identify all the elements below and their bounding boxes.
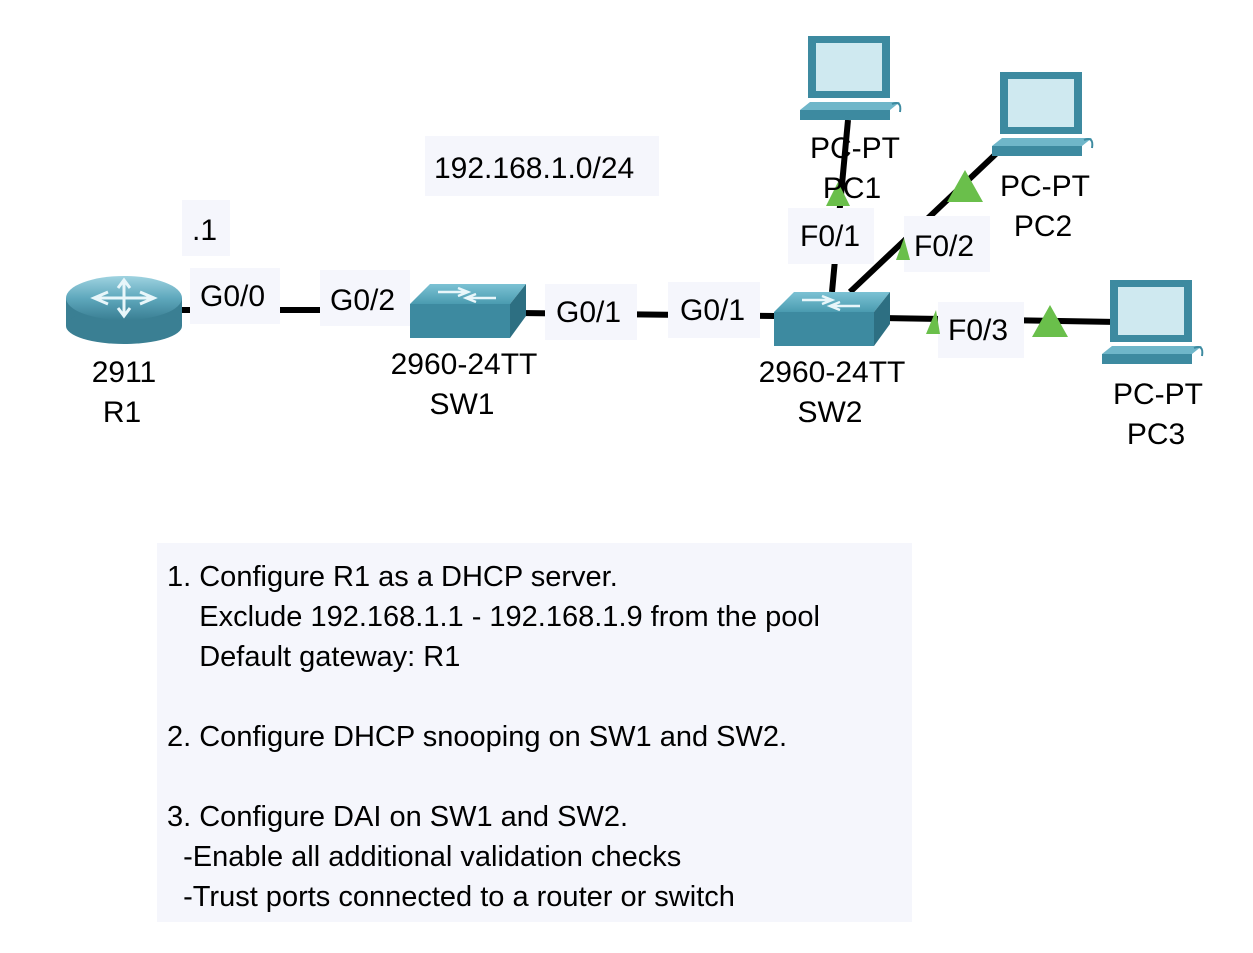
up-indicator-icon bbox=[826, 182, 850, 206]
device-model-pc2: PC-PT bbox=[1000, 170, 1090, 203]
up-indicator-icon bbox=[896, 238, 910, 260]
port-label-sw2-f01: F0/1 bbox=[800, 220, 860, 253]
pc-icon[interactable] bbox=[992, 72, 1094, 156]
switch-icon[interactable] bbox=[410, 284, 526, 338]
instruction-line: 1. Configure R1 as a DHCP server. bbox=[167, 561, 618, 593]
up-indicator-icon bbox=[1032, 305, 1068, 337]
r1-ip-label: .1 bbox=[192, 214, 217, 247]
pc-icon[interactable] bbox=[800, 36, 902, 120]
port-label-sw1-g02: G0/2 bbox=[330, 284, 395, 317]
device-model-sw1: 2960-24TT bbox=[391, 348, 538, 381]
instruction-line: Default gateway: R1 bbox=[167, 641, 461, 673]
pc-icon[interactable] bbox=[1102, 280, 1204, 364]
router-icon[interactable] bbox=[66, 276, 182, 344]
instruction-line: 2. Configure DHCP snooping on SW1 and SW… bbox=[167, 721, 788, 753]
link-status-indicators bbox=[826, 170, 1068, 337]
port-label-sw2-g01: G0/1 bbox=[680, 294, 745, 327]
port-label-r1-g00: G0/0 bbox=[200, 280, 265, 313]
instructions-note: 1. Configure R1 as a DHCP server. Exclud… bbox=[157, 543, 912, 922]
device-name-pc3: PC3 bbox=[1127, 418, 1185, 451]
device-name-r1: R1 bbox=[103, 396, 141, 429]
device-model-pc1: PC-PT bbox=[810, 132, 900, 165]
port-label-sw1-g01: G0/1 bbox=[556, 296, 621, 329]
device-model-pc3: PC-PT bbox=[1113, 378, 1203, 411]
device-name-sw1: SW1 bbox=[429, 388, 494, 421]
instruction-line bbox=[167, 757, 912, 797]
instruction-line: Exclude 192.168.1.1 - 192.168.1.9 from t… bbox=[167, 601, 820, 633]
switch-icon[interactable] bbox=[774, 292, 890, 346]
network-label: 192.168.1.0/24 bbox=[434, 152, 634, 185]
up-indicator-icon bbox=[926, 310, 940, 334]
instruction-line: 3. Configure DAI on SW1 and SW2. bbox=[167, 801, 628, 833]
instruction-line: -Trust ports connected to a router or sw… bbox=[167, 881, 735, 913]
device-model-sw2: 2960-24TT bbox=[759, 356, 906, 389]
device-name-sw2: SW2 bbox=[797, 396, 862, 429]
device-name-pc1: PC1 bbox=[823, 172, 881, 205]
device-name-pc2: PC2 bbox=[1014, 210, 1072, 243]
device-model-r1: 2911 bbox=[92, 356, 157, 389]
label-backgrounds bbox=[182, 136, 1024, 358]
port-label-sw2-f02: F0/2 bbox=[914, 230, 974, 263]
port-label-sw2-f03: F0/3 bbox=[948, 314, 1008, 347]
up-indicator-icon bbox=[947, 170, 983, 202]
instruction-line bbox=[167, 677, 912, 717]
network-topology: 192.168.1.0/24 .1 G0/0 G0/2 G0/1 G0/1 F0… bbox=[66, 36, 1204, 451]
instruction-line: -Enable all additional validation checks bbox=[167, 841, 682, 873]
